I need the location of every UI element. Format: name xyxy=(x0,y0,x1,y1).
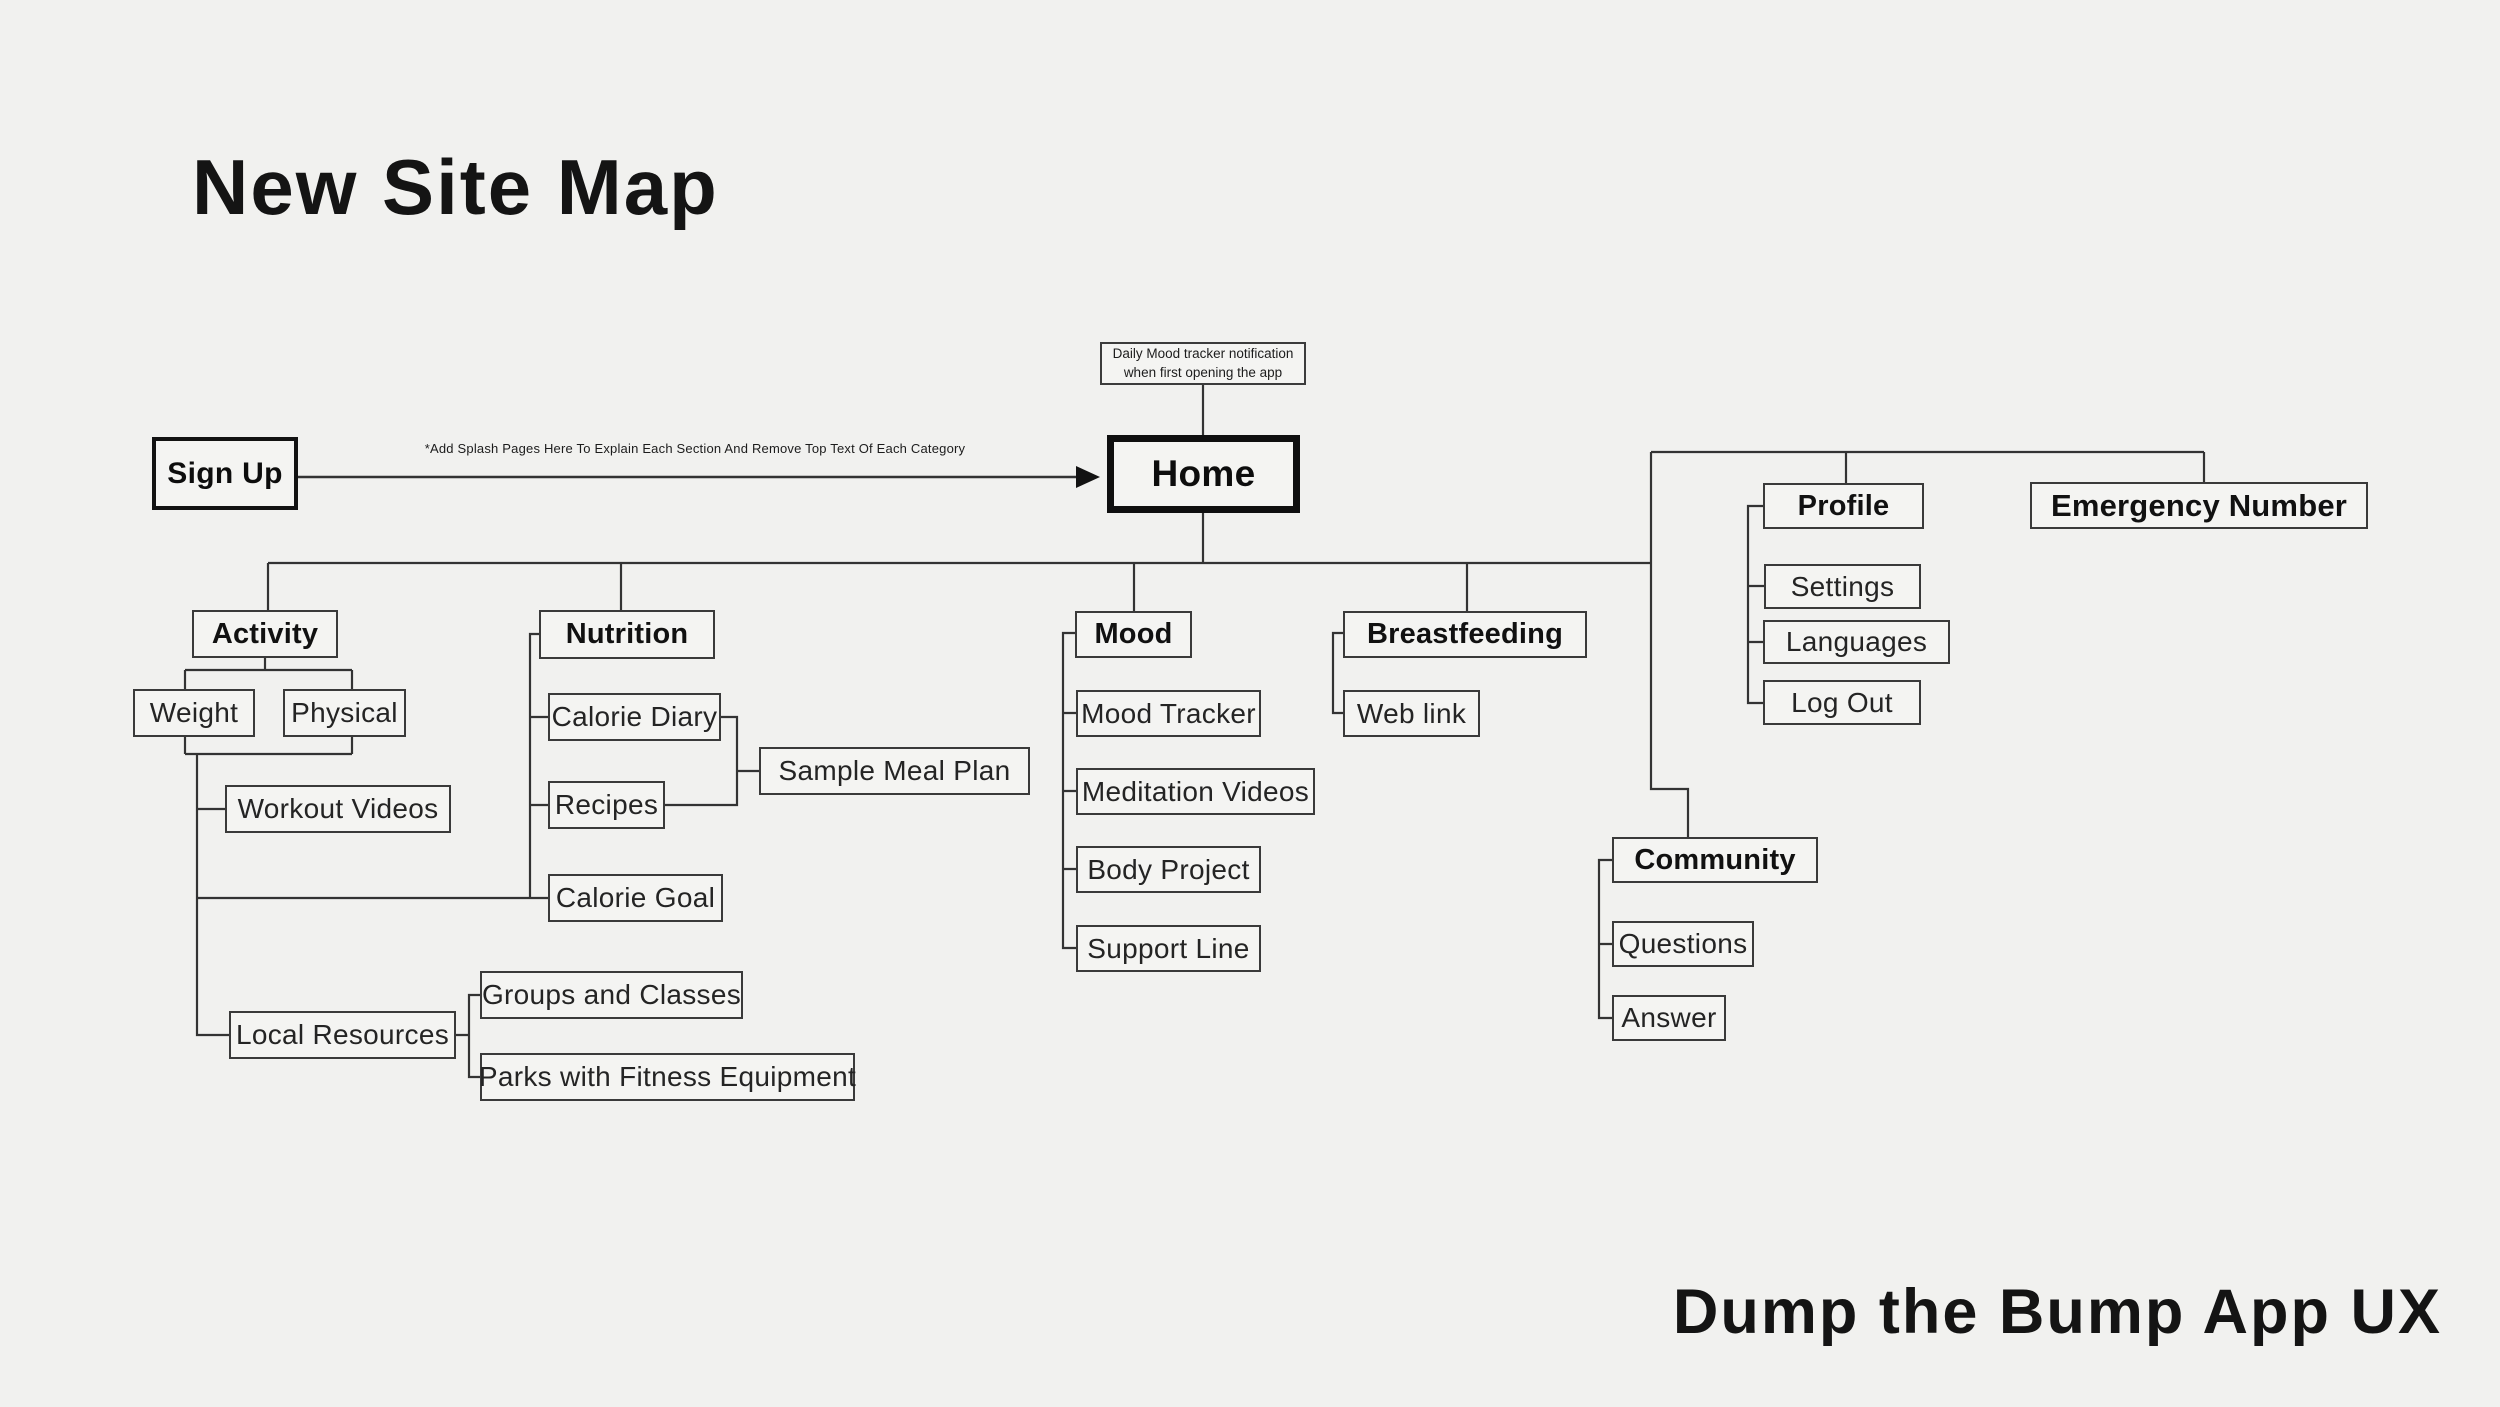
notification-note: Daily Mood tracker notification when fir… xyxy=(1100,342,1306,385)
splash-pages-note: *Add Splash Pages Here To Explain Each S… xyxy=(424,441,966,456)
node-calorie-goal: Calorie Goal xyxy=(548,874,723,922)
node-calorie-diary: Calorie Diary xyxy=(548,693,721,741)
node-web-link: Web link xyxy=(1343,690,1480,737)
node-breastfeeding: Breastfeeding xyxy=(1343,611,1587,658)
node-log-out: Log Out xyxy=(1763,680,1921,725)
node-nutrition: Nutrition xyxy=(539,610,715,659)
node-physical: Physical xyxy=(283,689,406,737)
notification-note-line2: when first opening the app xyxy=(1123,364,1283,380)
arrow-head-icon xyxy=(1076,466,1100,488)
node-sign-up: Sign Up xyxy=(152,437,298,510)
node-settings: Settings xyxy=(1764,564,1921,609)
node-questions: Questions xyxy=(1612,921,1754,967)
node-recipes: Recipes xyxy=(548,781,665,829)
node-groups-and-classes: Groups and Classes xyxy=(480,971,743,1019)
node-emergency-number: Emergency Number xyxy=(2030,482,2368,529)
node-activity: Activity xyxy=(192,610,338,658)
node-parks-with-fitness-equipment: Parks with Fitness Equipment xyxy=(479,1053,856,1101)
node-answer: Answer xyxy=(1612,995,1726,1041)
page-title: New Site Map xyxy=(192,143,719,231)
node-community: Community xyxy=(1612,837,1818,883)
node-profile: Profile xyxy=(1763,483,1924,529)
node-meditation-videos: Meditation Videos xyxy=(1076,768,1315,815)
node-body-project: Body Project xyxy=(1076,846,1261,893)
node-languages: Languages xyxy=(1763,620,1950,664)
node-local-resources: Local Resources xyxy=(229,1011,456,1059)
node-support-line: Support Line xyxy=(1076,925,1261,972)
notification-note-line1: Daily Mood tracker notification xyxy=(1112,346,1294,362)
footer-title: Dump the Bump App UX xyxy=(1672,1277,2442,1347)
node-weight: Weight xyxy=(133,689,255,737)
node-mood: Mood xyxy=(1075,611,1192,658)
node-home: Home xyxy=(1107,435,1300,513)
node-sample-meal-plan: Sample Meal Plan xyxy=(759,747,1030,795)
node-workout-videos: Workout Videos xyxy=(225,785,451,833)
node-mood-tracker: Mood Tracker xyxy=(1076,690,1261,737)
